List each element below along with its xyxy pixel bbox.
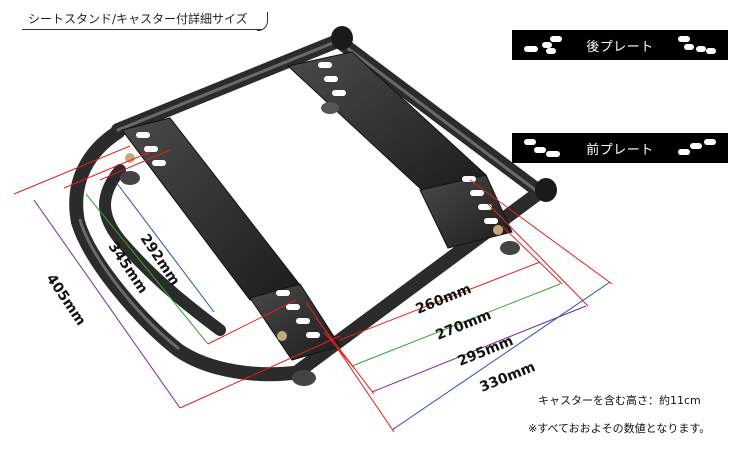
caster-rear-right	[500, 241, 520, 255]
dim-270-line	[351, 283, 561, 367]
right-dimensions	[305, 179, 613, 433]
frame-highlight-loop	[78, 218, 180, 350]
front-plate-label: 前プレート	[586, 142, 654, 158]
dim-405-ext-red	[13, 145, 131, 195]
front-plate-legend: 前プレート	[512, 133, 728, 163]
left-dimensions	[13, 145, 341, 409]
caster-bolt-1	[125, 153, 135, 163]
dim-left-ext-bottom	[179, 335, 341, 409]
dim-295-line	[371, 305, 587, 393]
dim-left-ext-bottom-2	[207, 299, 297, 345]
caster-front-right	[292, 370, 316, 386]
front-side-plate	[121, 117, 341, 361]
rear-plate-legend: 後プレート	[512, 30, 728, 60]
dim-345-ext-red	[63, 151, 151, 189]
caster-height-note: キャスターを含む高さ：約11cm	[538, 394, 701, 407]
rear-plate-hole-pattern-right-icon	[677, 36, 716, 54]
dim-295-label: 295mm	[456, 333, 516, 370]
rear-plate-label: 後プレート	[586, 39, 654, 55]
dim-330-label: 330mm	[478, 359, 538, 396]
frame-highlight-right	[340, 42, 540, 194]
front-plate-hole-pattern-left-icon	[524, 139, 560, 157]
caster-bolt-3	[493, 225, 503, 235]
approx-note: ※すべておおよその数値となります。	[528, 422, 711, 435]
caster-front-left	[120, 171, 140, 185]
frame-left-loop	[69, 125, 307, 382]
dim-260-line	[339, 261, 541, 341]
dim-right-ext-2	[487, 203, 589, 307]
dim-405-line	[33, 199, 181, 409]
dim-right-ext-3	[501, 225, 563, 285]
rear-tube-cap	[331, 26, 353, 50]
dim-right-ext-1	[469, 179, 613, 285]
dim-330-line	[391, 281, 611, 431]
frame-highlight	[116, 38, 342, 132]
dim-405-label: 405mm	[43, 271, 89, 328]
dim-292-line	[115, 181, 215, 313]
title-text: シートスタンド/キャスター付詳細サイズ	[28, 12, 248, 26]
dim-270-label: 270mm	[434, 307, 494, 344]
rear-side-plate	[286, 51, 513, 249]
title-underline	[22, 29, 262, 30]
front-plate-hole-pattern-right-icon	[677, 139, 716, 155]
caster-rear-left	[321, 102, 339, 114]
dim-right-ext-6	[323, 331, 355, 369]
casters	[120, 102, 520, 386]
frame-inner-tube	[99, 164, 226, 336]
caster-bolt-2	[277, 331, 287, 341]
dim-292-ext-red	[99, 149, 171, 181]
dim-345-line	[85, 193, 209, 345]
dim-right-ext-5	[315, 317, 375, 395]
rear-plate-hole-pattern-left-icon	[524, 36, 562, 54]
front-tube-cap	[535, 178, 557, 202]
